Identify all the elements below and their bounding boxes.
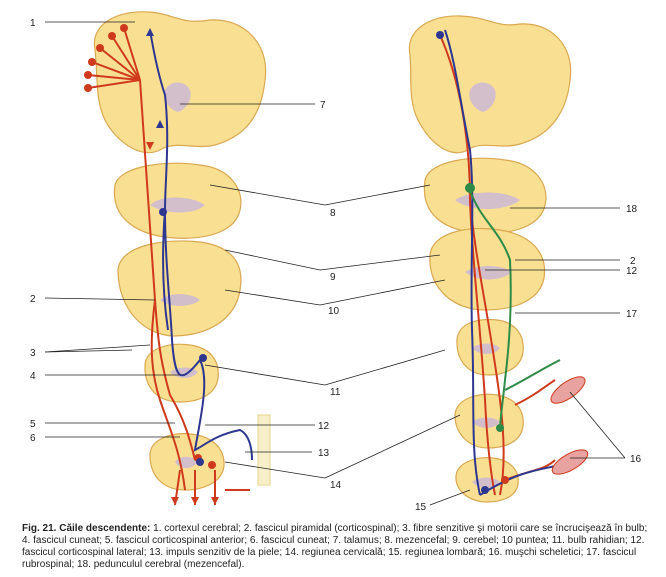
skin-receptor	[257, 414, 271, 486]
left-cerebrum	[93, 11, 267, 154]
label-1: 1	[30, 18, 36, 29]
label-10: 10	[328, 306, 340, 317]
label-4: 4	[30, 371, 36, 382]
label-8: 8	[330, 208, 336, 219]
label-12-left: 12	[318, 421, 330, 432]
left-motor-neurons	[84, 24, 216, 469]
left-motor-pathway	[87, 27, 250, 506]
right-cerebrum	[408, 15, 572, 154]
skeletal-muscles	[550, 376, 589, 475]
descending-pathways-diagram: 1 2 3 4 5 6 7 8 9 10 11 12 13 14 18 2 12…	[30, 11, 642, 510]
label-13: 13	[318, 448, 330, 459]
caption-title: Fig. 21. Căile descendente:	[22, 523, 151, 534]
label-11: 11	[330, 387, 341, 398]
label-14: 14	[330, 480, 342, 491]
label-numbers: 1 2 3 4 5 6 7 8 9 10 11 12 13 14 18 2 12…	[30, 18, 642, 510]
label-5: 5	[30, 419, 36, 430]
label-3: 3	[30, 348, 36, 359]
label-2-left: 2	[30, 294, 36, 305]
label-9: 9	[330, 272, 336, 283]
left-cerebellum-pons	[117, 240, 242, 337]
leader-lines	[44, 21, 626, 506]
caption-text: 1. cortexul cerebral; 2. fascicul pirami…	[22, 523, 648, 570]
label-17: 17	[626, 309, 638, 320]
label-7: 7	[320, 100, 326, 111]
label-6: 6	[30, 433, 36, 444]
left-sensory-pathway	[149, 29, 253, 461]
right-rubrospinal-pathway	[469, 189, 561, 431]
label-16: 16	[630, 454, 642, 465]
label-2-right: 2	[630, 256, 636, 267]
left-sensory-neurons	[146, 28, 207, 466]
figure-caption: Fig. 21. Căile descendente: 1. cortexul …	[22, 523, 652, 571]
label-15: 15	[415, 502, 427, 510]
label-12-right: 12	[626, 266, 638, 277]
right-neurons	[436, 31, 509, 494]
left-arrowheads	[146, 142, 219, 505]
label-18: 18	[626, 204, 638, 215]
